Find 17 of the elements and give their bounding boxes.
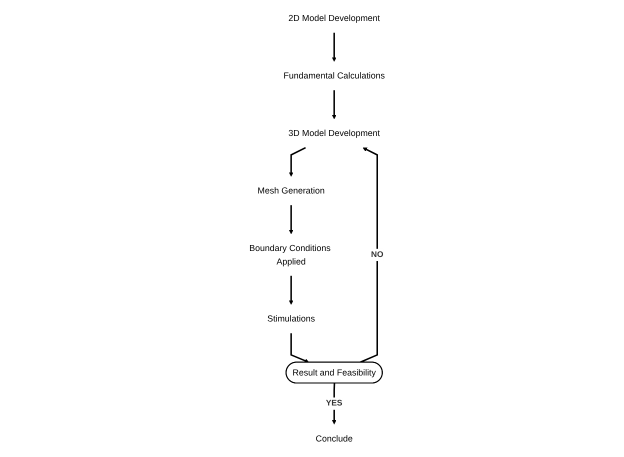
edge-label: NO xyxy=(370,250,384,260)
arrow xyxy=(288,276,294,305)
arrow xyxy=(290,333,309,363)
node-text: Boundary Conditions Applied xyxy=(249,243,330,266)
node-text: Mesh Generation xyxy=(257,186,325,196)
edge-label: YES xyxy=(326,398,342,408)
node-text: 3D Model Development xyxy=(288,128,380,138)
arrow xyxy=(332,32,336,62)
arrow xyxy=(288,205,294,234)
node-text: 2D Model Development xyxy=(288,13,380,24)
arrow xyxy=(332,383,336,424)
node-text: Fundamental Calculations xyxy=(283,70,385,81)
node-text: Stimulations xyxy=(267,314,315,324)
arrow xyxy=(332,90,336,120)
arrow xyxy=(359,147,378,364)
arrow xyxy=(288,147,306,177)
node-text: Conclude xyxy=(315,434,352,444)
